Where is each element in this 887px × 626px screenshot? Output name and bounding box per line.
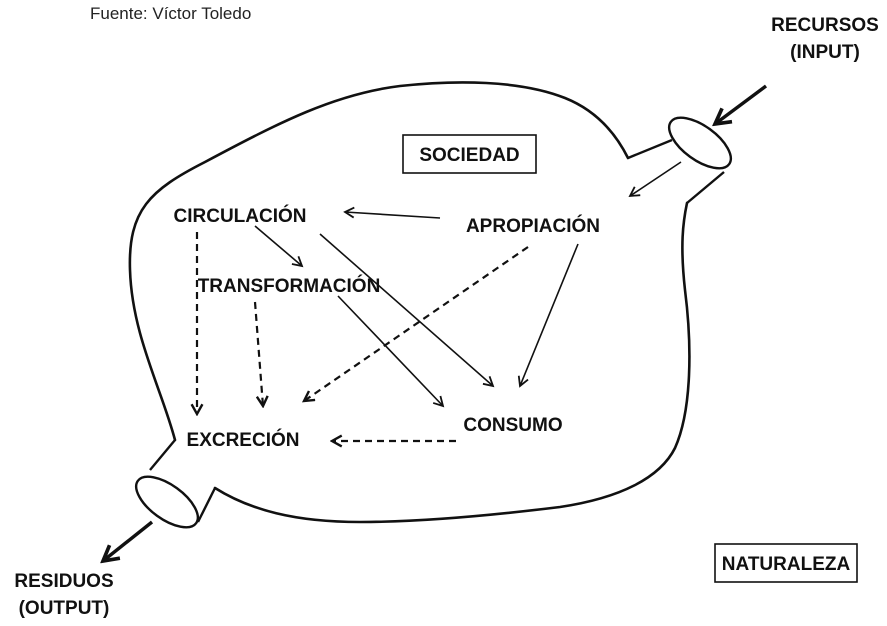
society-vessel-outline [128,81,691,524]
recursos-label-line2: (INPUT) [790,42,860,63]
circulacion-label: CIRCULACIÓN [174,205,307,227]
arrow-apropiacion-to-circulacion [343,206,441,219]
arrow-transformacion-to-consumo [337,295,445,408]
recursos-label-line1: RECURSOS [771,15,879,36]
excrecion-label: EXCRECIÓN [187,429,300,451]
sociedad-box: SOCIEDAD [402,134,537,174]
arrow-circulacion-to-consumo [319,233,495,388]
arrow-circulacion-to-transformacion [254,225,304,268]
output-pipe [135,439,217,529]
sociedad-label: SOCIEDAD [419,145,519,166]
source-caption: Fuente: Víctor Toledo [90,4,251,23]
arrow-apropiacion-to-consumo [517,243,579,388]
arrow-apropiacion-to-excrecion [304,246,529,401]
naturaleza-label: NATURALEZA [722,554,851,575]
naturaleza-box: NATURALEZA [714,543,858,583]
consumo-label: CONSUMO [463,415,562,436]
arrow-input-to-apropiacion [628,161,682,198]
residuos-label-line2: (OUTPUT) [19,598,110,619]
arrow-transformacion-to-excrecion [253,301,263,406]
input-pipe [627,116,732,204]
transformacion-label: TRANSFORMACIÓN [198,275,381,297]
residuos-label-line1: RESIDUOS [14,571,113,592]
output-flow-arrow [103,520,154,561]
input-flow-arrow [715,84,768,124]
apropiacion-label: APROPIACIÓN [466,215,600,237]
